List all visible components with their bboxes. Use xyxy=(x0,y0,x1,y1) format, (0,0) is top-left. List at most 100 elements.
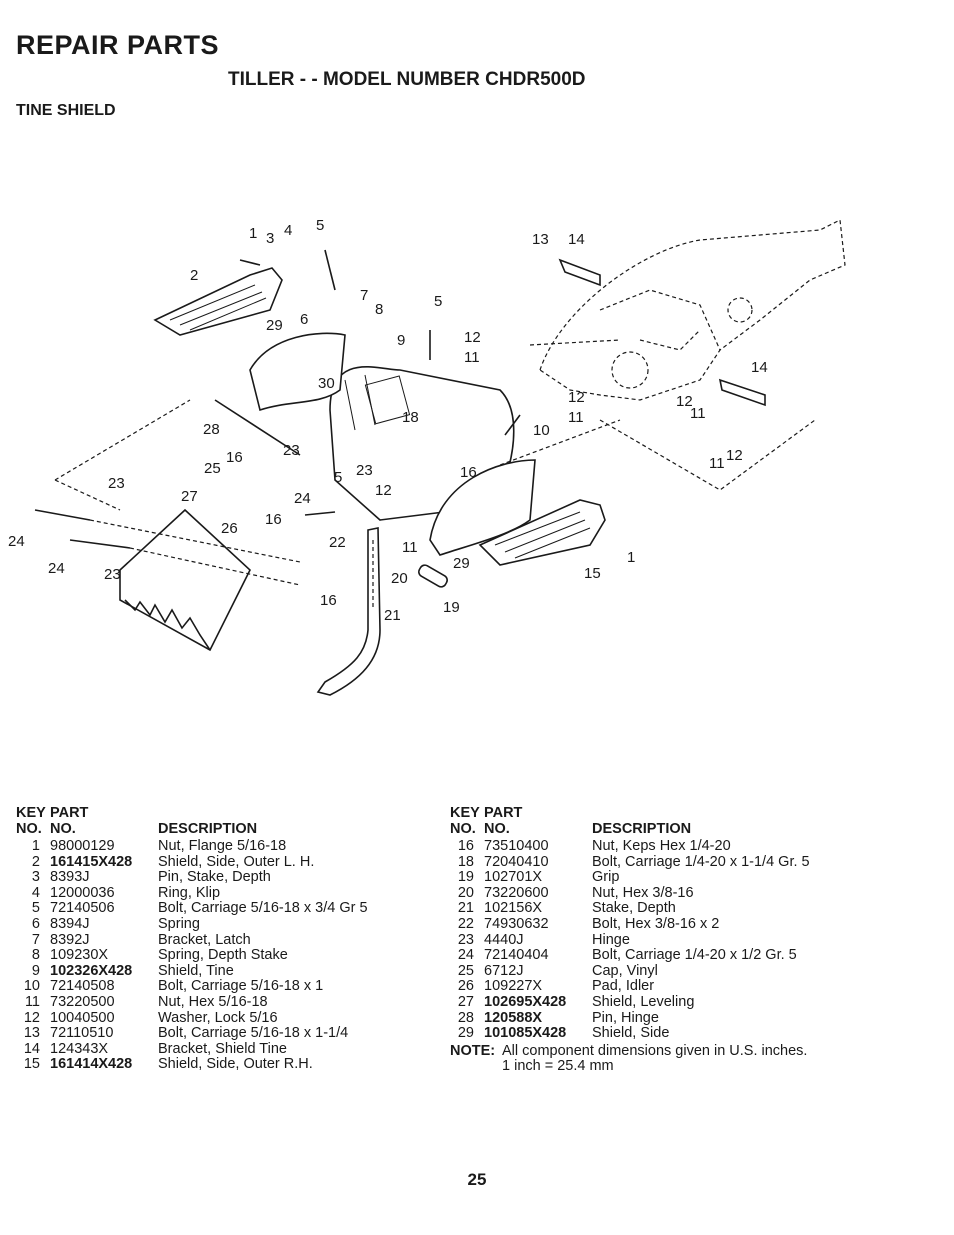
key-number: 27 xyxy=(457,993,474,1010)
callout-16c: 16 xyxy=(265,511,282,528)
key-number: 13 xyxy=(23,1025,40,1042)
part-number: 161415X428 xyxy=(50,853,133,870)
header-part-no: NO. xyxy=(50,821,76,837)
callout-11c: 11 xyxy=(690,405,706,422)
header-description: DESCRIPTION xyxy=(158,821,258,837)
part-number: 72040410 xyxy=(484,853,549,870)
key-number: 24 xyxy=(457,947,474,964)
key-number: 3 xyxy=(31,869,40,886)
part-description: Bracket, Latch xyxy=(158,931,251,948)
side-shield-left-drawing xyxy=(249,332,346,412)
part-number: 8392J xyxy=(50,931,90,948)
callout-5b: 5 xyxy=(434,293,442,310)
callout-12b: 12 xyxy=(568,389,585,406)
callout-24: 24 xyxy=(294,490,311,507)
key-number: 18 xyxy=(457,853,474,870)
part-number: 109227X xyxy=(484,978,543,995)
grip-drawing xyxy=(418,564,448,588)
callout-29b: 29 xyxy=(453,555,470,572)
part-number: 102695X428 xyxy=(484,993,567,1010)
part-number: 73510400 xyxy=(484,838,549,854)
part-number: 12000036 xyxy=(50,884,115,901)
key-number: 20 xyxy=(457,884,474,901)
section-heading: TINE SHIELD xyxy=(16,102,116,119)
part-description: Bolt, Carriage 1/4-20 x 1/2 Gr. 5 xyxy=(592,947,797,964)
key-number: 7 xyxy=(31,931,40,948)
header-key: KEY xyxy=(450,805,480,821)
part-description: Bolt, Carriage 5/16-18 x 1-1/4 xyxy=(158,1025,349,1042)
callout-6: 6 xyxy=(300,311,308,328)
part-number: 72110510 xyxy=(50,1025,114,1042)
table-row: 12 10040500 Washer, Lock 5/16 xyxy=(16,1009,368,1027)
part-number: 8394J xyxy=(50,915,90,932)
page-title: REPAIR PARTS xyxy=(16,30,220,60)
right-side-shield-drawing xyxy=(478,499,606,566)
shield-tine-bracket-right xyxy=(718,378,766,407)
note-line-2: 1 inch = 25.4 mm xyxy=(502,1058,614,1075)
callout-1b: 1 xyxy=(627,549,635,566)
key-number: 12 xyxy=(23,1009,40,1026)
callout-12d: 12 xyxy=(726,447,743,464)
part-number: 4440J xyxy=(484,931,524,948)
part-description: Bolt, Carriage 1/4-20 x 1-1/4 Gr. 5 xyxy=(592,853,810,870)
part-description: Shield, Leveling xyxy=(592,993,695,1010)
key-number: 28 xyxy=(457,1009,474,1026)
part-description: Pin, Stake, Depth xyxy=(158,869,271,886)
key-number: 23 xyxy=(457,931,474,948)
callout-26: 26 xyxy=(221,520,238,537)
table-row: 24 72140404 Bolt, Carriage 1/4-20 x 1/2 Gr… xyxy=(450,948,810,964)
callout-1: 1 xyxy=(249,225,257,242)
part-number: 102156X xyxy=(484,900,543,917)
part-description: Shield, Side, Outer L. H. xyxy=(158,853,315,870)
key-number: 1 xyxy=(31,838,40,854)
callout-12c: 12 xyxy=(676,393,693,410)
header-key: KEY xyxy=(16,805,46,821)
table-row: 26 109227X Pad, Idler xyxy=(450,979,810,995)
part-description: Shield, Side, Outer R.H. xyxy=(158,1056,313,1073)
key-number: 21 xyxy=(457,900,474,917)
callout-12: 12 xyxy=(464,329,481,346)
assembly-guide-lines xyxy=(54,339,816,586)
callout-24c: 24 xyxy=(48,560,65,577)
depth-stake-drawing xyxy=(316,527,381,696)
part-number: 101085X428 xyxy=(484,1025,567,1042)
part-number: 72140404 xyxy=(484,947,549,964)
callout-22: 22 xyxy=(329,534,346,551)
note-line-1: All component dimensions given in U.S. i… xyxy=(502,1042,808,1059)
part-description: Bolt, Carriage 5/16-18 x 3/4 Gr 5 xyxy=(158,900,368,917)
part-description: Cap, Vinyl xyxy=(592,962,658,979)
callout-5: 5 xyxy=(316,217,324,234)
part-description: Ring, Klip xyxy=(158,884,221,901)
callout-29: 29 xyxy=(266,317,283,334)
part-description: Bolt, Carriage 5/16-18 x 1 xyxy=(158,978,324,995)
part-description: Spring xyxy=(158,915,200,932)
callout-11e: 11 xyxy=(402,539,418,556)
callout-21: 21 xyxy=(384,607,401,624)
callout-23c: 23 xyxy=(108,475,125,492)
callout-23d: 23 xyxy=(104,566,121,583)
part-description: Bracket, Shield Tine xyxy=(158,1040,287,1057)
part-number: 120588X xyxy=(484,1009,543,1026)
part-description: Pad, Idler xyxy=(592,978,655,995)
part-number: 10040500 xyxy=(50,1009,115,1026)
hinge-pin-drawing xyxy=(214,399,301,456)
part-description: Bolt, Hex 3/8-16 x 2 xyxy=(592,915,720,932)
key-number: 26 xyxy=(457,978,474,995)
part-number: 161414X428 xyxy=(50,1056,133,1073)
part-description: Washer, Lock 5/16 xyxy=(158,1009,278,1026)
